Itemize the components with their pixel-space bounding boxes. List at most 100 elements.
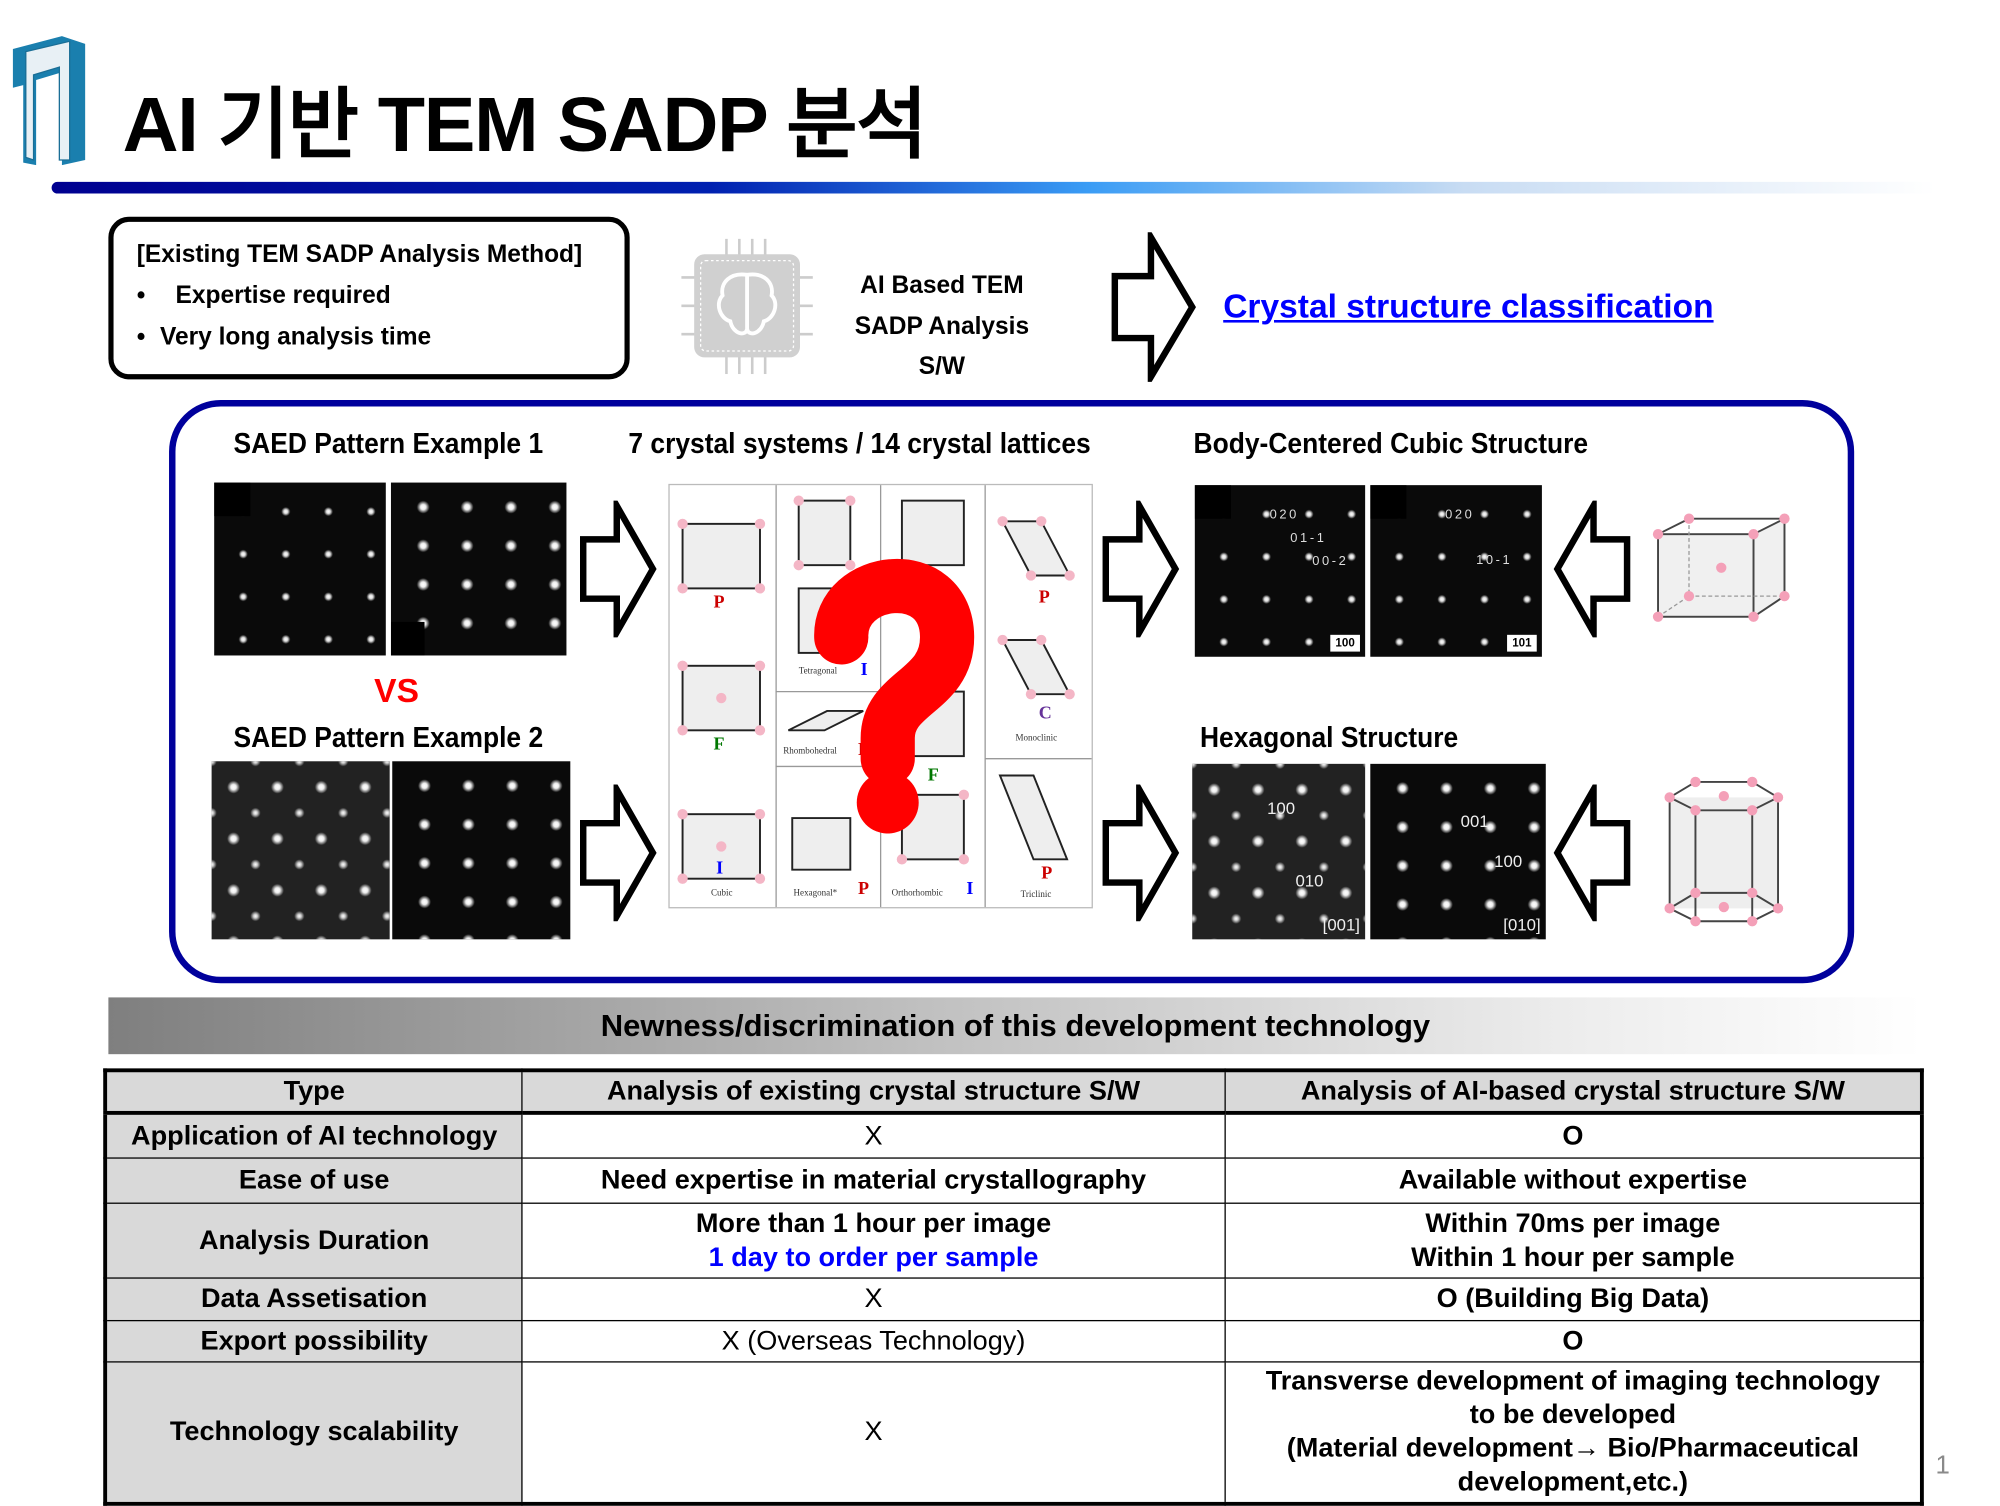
column-header: Analysis of existing crystal structure S… (521, 1069, 1226, 1115)
bcc-unit-cell-icon (1652, 513, 1790, 622)
existing-cell: Need expertise in material crystallograp… (521, 1157, 1226, 1204)
ai-sw-line: SADP Analysis (854, 312, 1030, 340)
ai-cell: O (1224, 1112, 1923, 1159)
lattice-system-label: Hexagonal* (793, 887, 838, 899)
ai-sw-line: AI Based TEM (860, 272, 1024, 300)
page-title: AI 기반 TEM SADP 분석 (122, 81, 928, 168)
ai-cell: O (1224, 1319, 1923, 1363)
table-row: Application of AI technology X O (104, 1112, 1923, 1159)
cell-line: Within 1 hour per sample (1411, 1241, 1735, 1272)
row-type: Ease of use (104, 1157, 523, 1204)
lattice-system-label: Monoclinic (1015, 732, 1058, 744)
hex-title: Hexagonal Structure (1199, 721, 1459, 754)
miller-index-label: 100 (1494, 851, 1523, 871)
bcc-title: Body-Centered Cubic Structure (1193, 427, 1589, 460)
row-type: Export possibility (104, 1319, 523, 1363)
ai-cell: Available without expertise (1224, 1157, 1923, 1204)
bcc-pattern-image: 020 10-1 101 (1370, 485, 1542, 657)
column-header: Type (104, 1069, 523, 1115)
existing-cell: X (Overseas Technology) (521, 1319, 1226, 1363)
comparison-table: Type Analysis of existing crystal struct… (103, 1068, 1924, 1506)
zone-axis-label: [001] (1322, 914, 1360, 935)
cell-line: to be developed (1469, 1399, 1676, 1430)
existing-cell: X (521, 1277, 1226, 1322)
bullet-text: Expertise required (175, 282, 391, 310)
lattice-letter: P (713, 593, 725, 613)
saed-pattern-image (390, 482, 567, 656)
saed2-title: SAED Pattern Example 2 (233, 721, 544, 754)
miller-index-label: 10-1 (1476, 553, 1513, 568)
table-row: Analysis Duration More than 1 hour per i… (104, 1202, 1923, 1279)
existing-cell: X (521, 1361, 1226, 1505)
cell-line: Within 70ms per image (1425, 1208, 1721, 1239)
right-arrow-icon (1111, 232, 1196, 382)
lattice-letter: I (716, 859, 724, 879)
lattice-title: 7 crystal systems / 14 crystal lattices (628, 427, 1091, 460)
analysis-panel (169, 399, 1855, 984)
lattice-letter: P (1041, 864, 1053, 884)
right-arrow-icon (579, 500, 657, 638)
lattice-system-label: Cubic (710, 887, 733, 899)
ai-chip-brain-icon (681, 238, 813, 375)
cell-line: (Material development→ Bio/Pharmaceutica… (1286, 1433, 1859, 1464)
miller-index-label: 010 (1295, 870, 1324, 891)
lattice-system-label: Tetragonal (798, 665, 838, 677)
miller-index-label: 100 (1267, 798, 1296, 819)
hexagonal-unit-cell-icon (1664, 776, 1784, 927)
crystal-structure-classification-link[interactable]: Crystal structure classification (1223, 286, 1714, 326)
table-header-row: Type Analysis of existing crystal struct… (104, 1069, 1923, 1115)
ai-cell: Transverse development of imaging techno… (1224, 1361, 1923, 1505)
saed-pattern-image (211, 761, 390, 940)
lattice-letter: P (1038, 588, 1050, 608)
lattice-letter: I (860, 660, 868, 680)
cell-line: More than 1 hour per image (695, 1208, 1052, 1239)
newness-banner: Newness/discrimination of this developme… (108, 997, 1923, 1055)
hex-pattern-image: 100 010 [001] (1192, 763, 1366, 940)
zone-axis-tag: 101 (1507, 634, 1537, 652)
lattice-system-label: Triclinic (1020, 889, 1052, 900)
cell-line: Transverse development of imaging techno… (1265, 1366, 1881, 1397)
table-row: Data Assetisation X O (Building Big Data… (104, 1277, 1923, 1322)
bullet-text: Very long analysis time (159, 323, 432, 351)
page-number: 1 (1935, 1451, 1950, 1480)
miller-index-label: 01-1 (1290, 531, 1327, 546)
title-divider (51, 181, 1936, 194)
saed1-title: SAED Pattern Example 1 (233, 427, 544, 460)
saed-pattern-image (214, 482, 386, 656)
miller-index-label: 020 (1269, 508, 1299, 523)
lattice-letter: I (966, 879, 974, 900)
miller-index-label: 020 (1445, 508, 1475, 523)
bcc-pattern-image: 020 01-1 00-2 100 (1194, 485, 1366, 657)
row-type: Application of AI technology (104, 1112, 523, 1159)
zone-axis-tag: 100 (1330, 634, 1360, 652)
right-arrow-icon (1102, 784, 1180, 922)
question-mark-icon (814, 559, 975, 834)
left-arrow-icon (1553, 784, 1631, 922)
table-row: Export possibility X (Overseas Technolog… (104, 1319, 1923, 1363)
right-arrow-icon (1102, 500, 1180, 638)
bullet-icon: • (136, 323, 146, 351)
right-arrow-icon (579, 784, 657, 922)
miller-index-label: 00-2 (1312, 554, 1349, 570)
lattice-system-label: Rhombohedral (783, 745, 837, 757)
banner-text: Newness/discrimination of this developme… (600, 1009, 1431, 1044)
cell-line: development,etc.) (1457, 1467, 1689, 1497)
column-header: Analysis of AI-based crystal structure S… (1224, 1069, 1923, 1115)
left-arrow-icon (1553, 500, 1631, 638)
ai-cell: O (Building Big Data) (1224, 1277, 1923, 1322)
table-row: Ease of use Need expertise in material c… (104, 1157, 1923, 1204)
lattice-letter: C (1038, 704, 1052, 724)
row-type: Technology scalability (104, 1361, 523, 1505)
bullet-icon: • (136, 282, 146, 310)
saed-pattern-image (392, 761, 571, 940)
cell-line: 1 day to order per sample (708, 1241, 1039, 1272)
ai-software-label: AI Based TEM SADP Analysis S/W (839, 266, 1045, 388)
lattice-system-label: Orthorhombic (891, 887, 943, 899)
lattice-letter: F (713, 735, 725, 755)
existing-method-title: [Existing TEM SADP Analysis Method] (136, 241, 583, 269)
existing-cell: X (521, 1112, 1226, 1159)
table-row: Technology scalability X Transverse deve… (104, 1361, 1923, 1505)
